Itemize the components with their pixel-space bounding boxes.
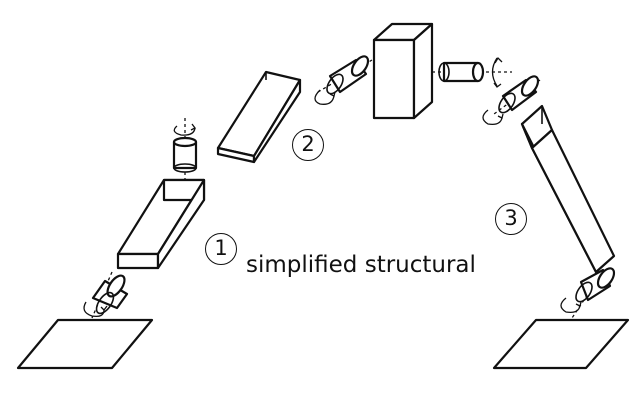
- link-number-1: 1: [205, 233, 237, 265]
- base-plate-left: [16, 318, 154, 370]
- base-plate-right: [492, 318, 630, 370]
- joint-cylinder-base-right: [560, 267, 616, 319]
- link-number-3: 3: [495, 203, 527, 235]
- joint-cylinder-middle-left: [314, 55, 373, 105]
- link-block-1: [116, 178, 206, 270]
- link-block-2: [216, 70, 302, 164]
- link-number-2: 2: [292, 129, 324, 161]
- central-block: [372, 22, 434, 120]
- link-block-3: [520, 104, 616, 274]
- joint-cylinder-middle-right: [482, 75, 541, 126]
- joint-cylinder-vertical: [172, 118, 198, 180]
- joint-cylinder-base-left: [83, 271, 129, 319]
- diagram-caption: simplified structural: [246, 252, 476, 278]
- joint-cylinder-horizontal: [432, 56, 512, 88]
